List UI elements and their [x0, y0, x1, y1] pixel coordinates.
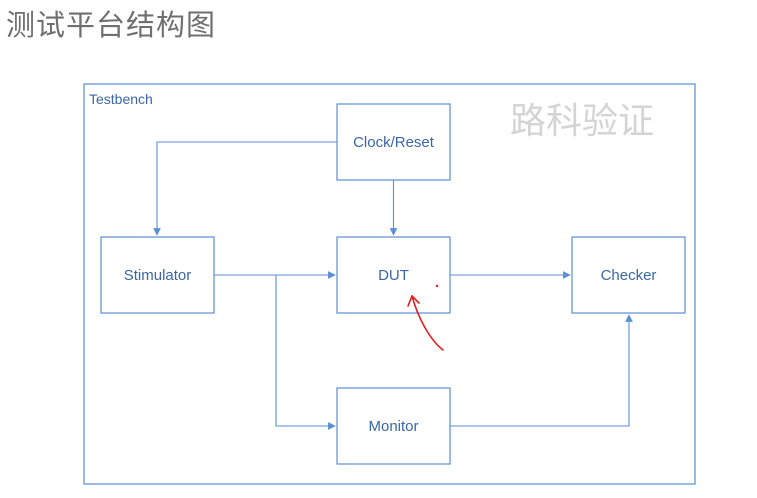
checker-block[interactable]: Checker: [571, 236, 686, 314]
page-title: 测试平台结构图: [6, 8, 217, 42]
monitor-to-checker-arrow: [450, 314, 633, 427]
clock-to-stimulator-arrow: [153, 141, 337, 236]
testbench-label: Testbench: [89, 91, 153, 107]
stimulator-to-monitor-arrow: [275, 275, 336, 430]
red-annotation-arrow: [407, 295, 444, 351]
red-annotation-dot: [435, 284, 439, 288]
stimulator-block[interactable]: Stimulator: [100, 236, 215, 314]
monitor-label: Monitor: [368, 418, 418, 435]
stimulator-label: Stimulator: [124, 267, 192, 284]
testbench-frame: [83, 83, 696, 485]
dut-block[interactable]: DUT: [336, 236, 451, 314]
clock-reset-label: Clock/Reset: [353, 134, 435, 151]
clock-reset-block[interactable]: Clock/Reset: [336, 103, 451, 181]
dut-label: DUT: [378, 267, 409, 284]
checker-label: Checker: [601, 267, 657, 284]
monitor-block[interactable]: Monitor: [336, 387, 451, 465]
watermark: 路科验证: [510, 101, 654, 142]
